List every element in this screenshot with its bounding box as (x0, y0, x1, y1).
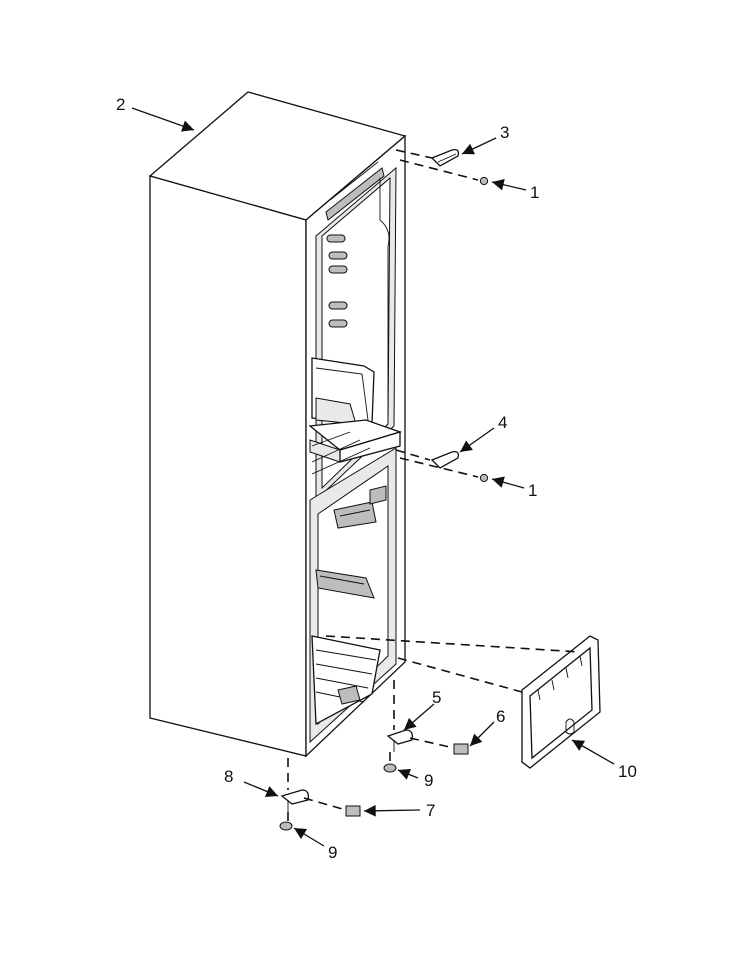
callout-9-left: 9 (328, 843, 337, 862)
callout-1-top: 1 (530, 183, 539, 202)
hinge-cap-left (345, 805, 361, 817)
top-hinge-screw (479, 176, 489, 186)
callout-5: 5 (432, 688, 441, 707)
top-hinge (430, 148, 460, 167)
callout-3: 3 (500, 123, 509, 142)
toe-grille (521, 635, 601, 769)
callout-6: 6 (496, 707, 505, 726)
callout-1-center: 1 (528, 481, 537, 500)
callout-4: 4 (498, 413, 507, 432)
shelf-supports (326, 234, 348, 328)
callout-7: 7 (426, 801, 435, 820)
refrigerator-cabinet (148, 91, 407, 758)
center-hinge (430, 450, 460, 469)
leveling-leg-left (279, 821, 293, 831)
callout-8: 8 (224, 767, 233, 786)
leveling-leg-right (383, 763, 397, 773)
center-hinge-screw (479, 473, 489, 483)
callout-2: 2 (116, 95, 125, 114)
assembly-lines (287, 149, 581, 822)
bottom-hinge-left (280, 789, 310, 812)
hinge-cap-right (453, 743, 469, 755)
leader-arrows (131, 107, 615, 847)
callout-10: 10 (618, 762, 637, 781)
bottom-hinge-right (386, 729, 414, 752)
freezer-rails (315, 485, 387, 599)
freezer-basket (311, 635, 381, 726)
callout-9-right: 9 (424, 771, 433, 790)
callout-labels: 2 3 1 4 1 5 6 9 10 8 7 9 (116, 95, 637, 862)
